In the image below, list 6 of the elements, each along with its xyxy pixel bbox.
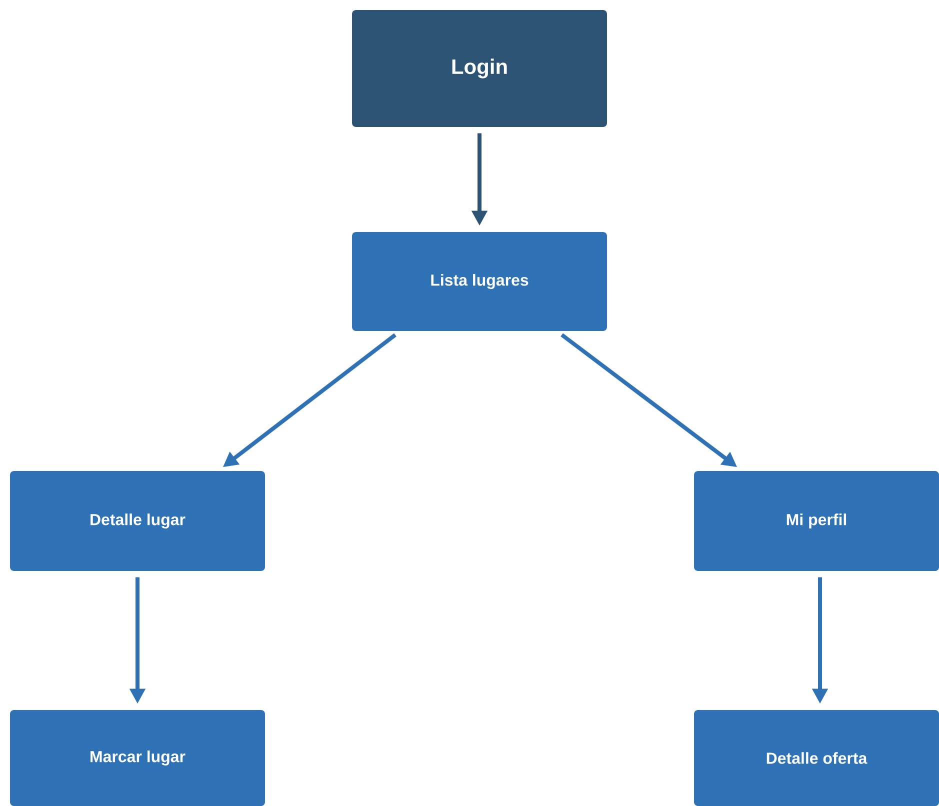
process-box: Lista lugares bbox=[352, 232, 607, 331]
process-box: Marcar lugar bbox=[10, 710, 265, 806]
process-box: Mi perfil bbox=[694, 471, 939, 571]
process-box: Login bbox=[352, 10, 607, 127]
process-box: Detalle lugar bbox=[10, 471, 265, 571]
process-box: Detalle oferta bbox=[694, 710, 939, 806]
